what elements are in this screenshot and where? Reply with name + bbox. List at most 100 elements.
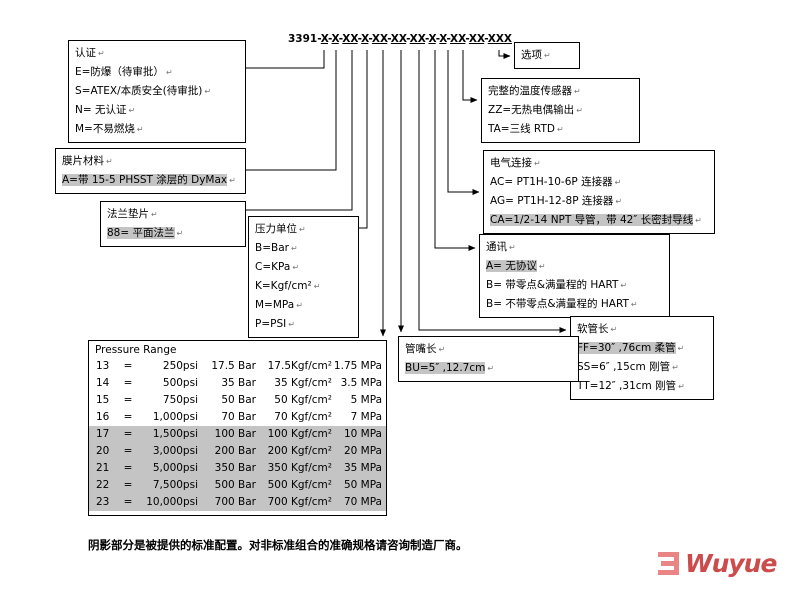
table-cell: 700 Bar — [214, 496, 256, 508]
table-cell: = — [123, 394, 133, 406]
box-temperature-sensor: 完整的温度传感器 ZZ=无热电偶输出 TA=三线 RTD — [481, 78, 640, 143]
table-cell: = — [123, 377, 133, 389]
model-separator: - — [484, 33, 488, 45]
table-cell: = — [123, 479, 133, 491]
table-cell: 750psi — [162, 394, 198, 406]
option-text: AG= PT1H-12-8P 连接器 — [490, 195, 614, 207]
table-cell: 22 — [96, 479, 110, 491]
table-cell: 200 Bar — [214, 445, 256, 457]
table-cell: 21 — [96, 462, 110, 474]
box-communication: 通讯 A= 无协议 B= 带零点&满量程的 HART B= 不带零点&满量程的 … — [479, 234, 670, 318]
box-pressure-unit: 压力单位 B=Bar C=KPa K=Kgf/cm² M=MPa P=PSI — [248, 216, 359, 338]
option-item: ZZ=无热电偶输出 — [488, 101, 633, 120]
model-separator: - — [368, 33, 372, 45]
table-cell: 250psi — [162, 360, 198, 372]
option-text: SS=6″ ,15cm 刚管 — [577, 361, 671, 373]
option-text: BU=5″ ,12.7cm — [405, 362, 486, 374]
model-separator: - — [435, 33, 440, 45]
box-title: 通讯 — [486, 238, 663, 257]
box-title: 膜片材料 — [62, 152, 239, 171]
option-item: N= 无认证 — [75, 101, 239, 120]
option-item: M=MPa — [255, 296, 352, 315]
table-cell: 700 Kgf/cm² — [267, 496, 332, 508]
connector-pressure-unit — [346, 50, 368, 231]
table-cell: 500 Bar — [214, 479, 256, 491]
option-text: M=不易燃烧 — [75, 123, 135, 135]
model-segment: X — [331, 33, 339, 45]
option-item: TT=12″ ,31cm 刚管 — [577, 377, 707, 396]
table-cell: = — [123, 445, 133, 457]
option-text: ZZ=无热电偶输出 — [488, 104, 575, 116]
connector-temp-sensor — [462, 50, 478, 103]
table-cell: 35 MPa — [343, 462, 382, 474]
model-segment: XX — [371, 33, 388, 45]
model-separator: - — [317, 33, 321, 45]
model-segment: X — [320, 33, 328, 45]
table-cell: 350 Bar — [214, 462, 256, 474]
table-cell: 35 Bar — [221, 377, 256, 389]
table-cell: 16 — [96, 411, 110, 423]
model-segment: 3391 — [288, 33, 318, 45]
option-item: S=ATEX/本质安全(待审批) — [75, 82, 239, 101]
connector-electrical — [447, 50, 480, 195]
option-text: N= 无认证 — [75, 104, 127, 116]
box-hose-length: 软管长 FF=30″ ,76cm 柔管 SS=6″ ,15cm 刚管 TT=12… — [570, 316, 714, 400]
model-segment: XX — [468, 33, 485, 45]
table-cell: 50 Kgf/cm² — [274, 394, 332, 406]
option-text: M=MPa — [255, 299, 295, 311]
option-item: B= 带零点&满量程的 HART — [486, 276, 663, 295]
table-cell: = — [123, 462, 133, 474]
connector-flange-gasket — [233, 50, 353, 213]
model-segment: X — [439, 33, 447, 45]
model-number: 3391-X-X-XX-X-XX-XX-XX-X-X-XX-XX-XXX — [288, 33, 512, 45]
table-cell: 14 — [96, 377, 110, 389]
box-flange-gasket: 法兰垫片 88= 平面法兰 — [100, 201, 246, 247]
table-cell: = — [123, 496, 133, 508]
option-item: E=防爆（待审批） — [75, 63, 239, 82]
option-item: M=不易燃烧 — [75, 120, 239, 139]
option-text: TA=三线 RTD — [488, 123, 555, 135]
table-cell: 50 Bar — [221, 394, 256, 406]
table-cell: 3,000psi — [152, 445, 198, 457]
option-text: 88= 平面法兰 — [107, 227, 175, 239]
wuyue-logo: Wuyue — [656, 549, 777, 578]
table-cell: 5 MPa — [350, 394, 382, 406]
table-cell: = — [123, 411, 133, 423]
table-cell: 200 Kgf/cm² — [267, 445, 332, 457]
box-title: 软管长 — [577, 320, 707, 339]
table-cell: 10 MPa — [343, 428, 382, 440]
table-cell: 10,000psi — [146, 496, 198, 508]
option-item: B=Bar — [255, 239, 352, 258]
model-separator: - — [424, 33, 429, 45]
model-segment: XX — [390, 33, 407, 45]
option-text: B= 带零点&满量程的 HART — [486, 279, 619, 291]
option-item: C=KPa — [255, 258, 352, 277]
option-text: FF=30″ ,76cm 柔管 — [577, 342, 676, 354]
model-segment: X — [361, 33, 369, 45]
option-text: A= 无协议 — [486, 260, 537, 272]
model-segment: XX — [342, 33, 358, 45]
option-item: TA=三线 RTD — [488, 120, 633, 139]
model-separator: - — [387, 33, 391, 45]
model-separator: - — [328, 33, 332, 45]
box-title: 压力单位 — [255, 220, 352, 239]
table-cell: 17 — [96, 428, 110, 440]
option-item: P=PSI — [255, 315, 352, 334]
option-text: A=带 15-5 PHSST 涂层的 DyMax — [62, 174, 228, 186]
box-title: 完整的温度传感器 — [488, 82, 633, 101]
model-separator: - — [357, 33, 362, 45]
option-item: CA=1/2-14 NPT 导管，带 42″ 长密封导线 — [490, 211, 708, 230]
table-cell: 5,000psi — [152, 462, 198, 474]
wuyue-logo-text: Wuyue — [685, 549, 777, 578]
table-cell: 100 Kgf/cm² — [267, 428, 332, 440]
box-title: 法兰垫片 — [107, 205, 239, 224]
